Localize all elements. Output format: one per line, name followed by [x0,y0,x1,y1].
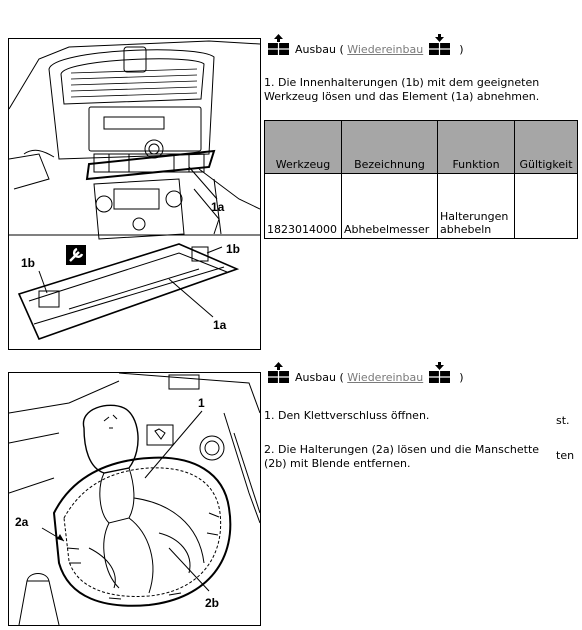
label-2a: 2a [15,515,29,529]
label-1: 1 [198,396,205,410]
step-text: 1. Den Klettverschluss öffnen. [264,409,430,422]
action-label: Ausbau [295,43,336,56]
action-label: Ausbau [295,371,336,384]
arrow-up-block-icon [266,362,291,384]
table-row: 1823014000 Abhebelmesser Halterungen abh… [264,173,578,239]
label-2b: 2b [205,596,219,610]
action-line-1: Ausbau ( Wiedereinbau ) [266,34,464,56]
gear-boot-illustration: 1 2a 2b [9,373,260,625]
label-1a-top: 1a [211,200,225,214]
col-header: Werkzeug [264,120,342,174]
cell-validity [514,173,578,239]
label-1b-right: 1b [226,242,240,256]
arrow-up-block-icon [266,34,291,56]
label-1a-bottom: 1a [213,318,227,332]
col-header: Bezeichnung [341,120,438,174]
arrow-down-block-icon [427,34,452,56]
col-header: Gültigkeit [514,120,578,174]
clipped-text: st. [556,414,570,427]
reinstall-link[interactable]: Wiedereinbau [347,43,424,56]
reinstall-link[interactable]: Wiedereinbau [347,371,424,384]
cell-designation: Abhebelmesser [341,173,438,239]
arrow-down-block-icon [427,362,452,384]
tools-table: Werkzeug Bezeichnung Funktion Gültigkeit… [264,120,578,239]
cell-function: Halterungen abhebeln [437,173,515,239]
col-header: Funktion [437,120,515,174]
wrench-icon [66,245,86,265]
label-1b-left: 1b [21,256,35,270]
action-line-2: Ausbau ( Wiedereinbau ) [266,362,464,384]
dashboard-illustration: 1a 1b 1b 1a [9,40,260,341]
clipped-text: ten [556,449,575,462]
step-text: 2. Die Halterungen (2a) lösen und die Ma… [264,443,540,470]
figure-gear-boot: 1 2a 2b [8,372,261,626]
step-text: 1. Die Innenhalterungen (1b) mit dem gee… [264,76,540,103]
cell-tool-number: 1823014000 [264,173,342,239]
figure-dashboard-trim: 1a 1b 1b 1a [8,38,261,350]
